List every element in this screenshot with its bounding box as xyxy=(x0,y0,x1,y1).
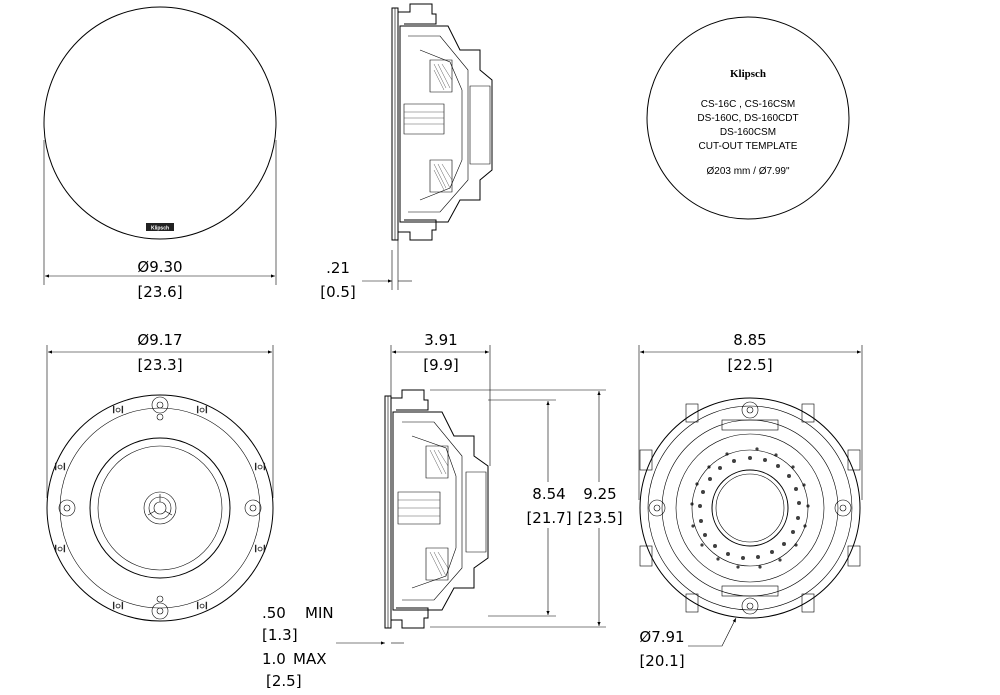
svg-text:I○I: I○I xyxy=(112,405,124,416)
template-line-4: CUT-OUT TEMPLATE xyxy=(699,141,798,152)
wall-min-label: MIN xyxy=(305,604,334,622)
front-diameter-inch: Ø9.17 xyxy=(137,331,182,349)
svg-text:I○I: I○I xyxy=(254,544,266,555)
cutout-diameter-inch: Ø7.91 xyxy=(639,628,684,646)
outer-height-mm: [23.5] xyxy=(577,509,622,527)
speaker-front-view: I○I I○I I○I I○I I○I I○I I○I I○I Ø9.17 [2… xyxy=(46,331,274,622)
svg-text:I○I: I○I xyxy=(196,601,208,612)
flange-thickness-mm: [0.5] xyxy=(320,283,356,301)
speaker-rear-view: 8.85 [22.5] Ø7.91 [20.1] xyxy=(638,331,863,670)
grille-diameter-inch: Ø9.30 xyxy=(137,258,182,276)
grille-logo-badge xyxy=(146,223,174,231)
front-diameter-mm: [23.3] xyxy=(137,356,182,374)
inner-height-mm: [21.7] xyxy=(526,509,571,527)
template-line-5: Ø203 mm / Ø7.99" xyxy=(706,166,789,177)
svg-text:I○I: I○I xyxy=(112,601,124,612)
wall-min-inch: .50 xyxy=(262,604,286,622)
rear-width-mm: [22.5] xyxy=(727,356,772,374)
speaker-side-view-top: .21 [0.5] xyxy=(320,3,493,301)
cutout-leader-line xyxy=(688,617,737,647)
svg-text:I○I: I○I xyxy=(54,544,66,555)
template-line-1: CS-16C , CS-16CSM xyxy=(701,99,795,110)
template-outline xyxy=(646,16,850,220)
inner-height-inch: 8.54 xyxy=(532,485,565,503)
template-brand: Klipsch xyxy=(730,68,766,80)
cutout-diameter-mm: [20.1] xyxy=(639,652,684,670)
wall-min-mm: [1.3] xyxy=(262,626,298,644)
wall-max-label: MAX xyxy=(293,650,326,668)
template-line-2: DS-160C, DS-160CDT xyxy=(697,113,798,124)
speaker-side-view-bottom: 3.91 [9.9] 8.54 [21.7] 9.25 [23.5] .50 M… xyxy=(262,331,624,690)
svg-text:I○I: I○I xyxy=(196,405,208,416)
template-line-3: DS-160CSM xyxy=(720,127,776,138)
rear-width-inch: 8.85 xyxy=(733,331,766,349)
wall-max-mm: [2.5] xyxy=(266,672,302,690)
wall-max-inch: 1.0 xyxy=(262,650,286,668)
svg-text:I○I: I○I xyxy=(54,462,66,473)
grille-outline xyxy=(43,6,277,240)
cutout-template: Klipsch CS-16C , CS-16CSM DS-160C, DS-16… xyxy=(646,16,850,220)
svg-text:I○I: I○I xyxy=(254,462,266,473)
outer-height-inch: 9.25 xyxy=(583,485,616,503)
grille-front-view: Klipsch Ø9.30 [23.6] xyxy=(43,6,277,301)
depth-mm: [9.9] xyxy=(423,356,459,374)
depth-inch: 3.91 xyxy=(424,331,457,349)
grille-logo-text: Klipsch xyxy=(151,226,169,232)
flange-thickness-inch: .21 xyxy=(326,259,350,277)
grille-diameter-mm: [23.6] xyxy=(137,283,182,301)
